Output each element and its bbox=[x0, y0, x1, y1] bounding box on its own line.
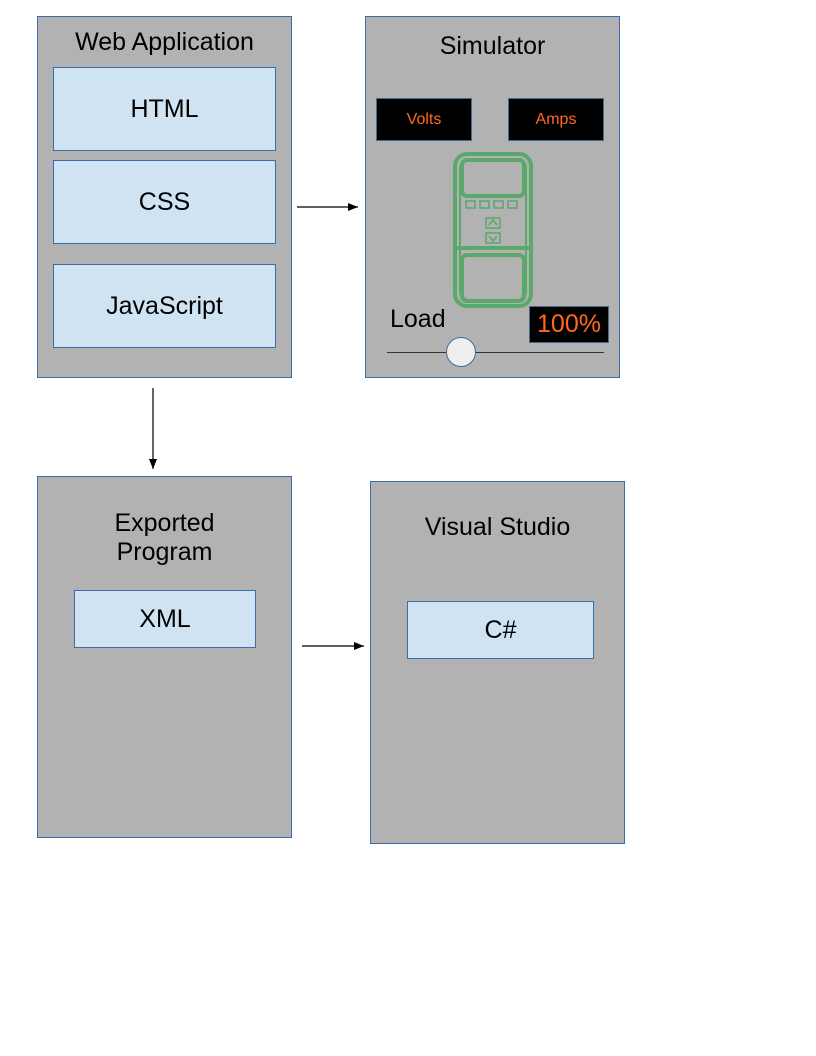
power-supply-device-icon bbox=[453, 152, 533, 308]
load-label: Load bbox=[390, 305, 446, 333]
xml-box: XML bbox=[74, 590, 256, 648]
load-value-readout: 100% bbox=[529, 306, 609, 343]
exported-title-line1: Exported bbox=[114, 509, 215, 537]
simulator-title: Simulator bbox=[439, 32, 546, 60]
visual-studio-panel: Visual Studio C# bbox=[370, 481, 625, 844]
simulator-panel: Simulator Volts Amps Load 100% bbox=[365, 16, 620, 378]
exported-title-line2: Program bbox=[116, 538, 213, 566]
web-application-panel: Web Application HTML CSS JavaScript bbox=[37, 16, 292, 378]
html-box: HTML bbox=[53, 67, 276, 151]
visual-studio-title: Visual Studio bbox=[424, 513, 571, 541]
load-slider-thumb[interactable] bbox=[445, 337, 476, 367]
csharp-box: C# bbox=[407, 601, 594, 659]
web-application-title: Web Application bbox=[75, 28, 254, 56]
exported-program-panel: Exported Program XML bbox=[37, 476, 292, 838]
css-box: CSS bbox=[53, 160, 276, 244]
javascript-box: JavaScript bbox=[53, 264, 276, 348]
volts-readout: Volts bbox=[376, 98, 472, 141]
exported-program-title: Exported Program bbox=[38, 509, 291, 567]
amps-readout: Amps bbox=[508, 98, 604, 141]
load-slider-track[interactable] bbox=[387, 352, 604, 353]
